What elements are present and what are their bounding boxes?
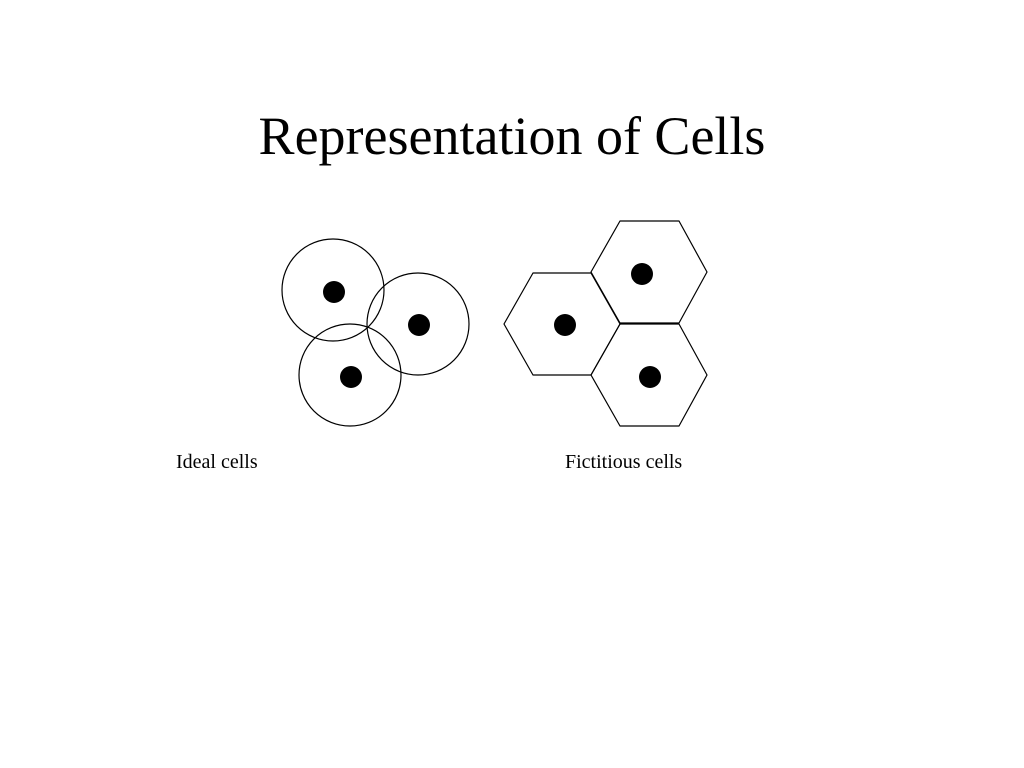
ideal-cells-caption: Ideal cells bbox=[176, 451, 258, 473]
ideal-cell-top bbox=[281, 238, 385, 342]
slide-title: Representation of Cells bbox=[258, 106, 766, 166]
ideal-nucleus-bottom bbox=[340, 366, 362, 388]
fictitious-nucleus-top bbox=[631, 263, 653, 285]
fictitious-nucleus-bottom bbox=[639, 366, 661, 388]
fictitious-cells-group bbox=[503, 220, 708, 427]
fictitious-cells-nuclei bbox=[554, 263, 661, 388]
ideal-cells-group bbox=[281, 238, 470, 427]
ideal-nucleus-top bbox=[323, 281, 345, 303]
ideal-nucleus-right bbox=[408, 314, 430, 336]
fictitious-cell-bottom bbox=[590, 323, 708, 427]
ideal-cell-bottom bbox=[298, 323, 402, 427]
fictitious-nucleus-left bbox=[554, 314, 576, 336]
ideal-cells-nuclei bbox=[323, 281, 430, 388]
fictitious-cell-top bbox=[590, 220, 708, 324]
fictitious-cells-caption: Fictitious cells bbox=[565, 451, 683, 473]
ideal-cell-right bbox=[366, 272, 470, 376]
